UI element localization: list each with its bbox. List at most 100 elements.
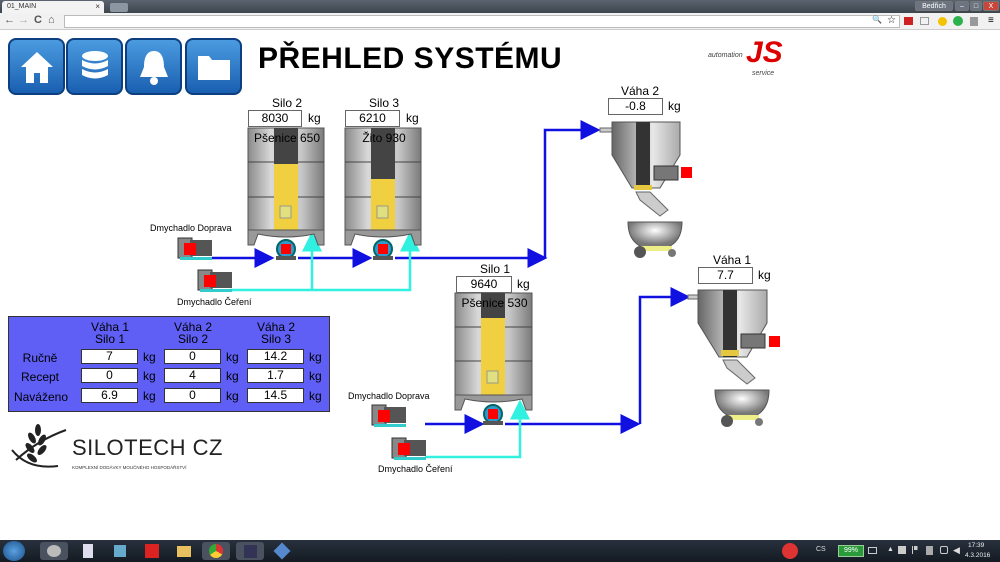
- tray-icon[interactable]: [926, 546, 933, 555]
- tray-icon[interactable]: [868, 547, 877, 554]
- unit-kg: kg: [226, 350, 239, 364]
- bell-icon: [139, 50, 168, 85]
- silo-1-product: Pšenice 530: [461, 296, 528, 310]
- silo-2-weight: 8030: [248, 110, 302, 127]
- blower-aeration-bottom[interactable]: [391, 437, 426, 460]
- silo-1: [454, 292, 533, 411]
- feeder-motor-1[interactable]: [769, 336, 780, 347]
- transport-pipe-top: [212, 120, 601, 268]
- row-label: Ručně: [22, 351, 58, 365]
- blower-aeration-bottom-label: Dmychadlo Čeření: [378, 464, 453, 474]
- volume-icon[interactable]: ◀: [953, 545, 960, 555]
- unit-kg: kg: [143, 369, 156, 383]
- close-window-button[interactable]: X: [983, 1, 999, 11]
- taskbar-app-chrome[interactable]: [202, 542, 230, 560]
- unit-kg: kg: [309, 369, 322, 383]
- silo-2-label: Silo 2: [271, 96, 303, 110]
- tab-close-button[interactable]: ×: [95, 2, 100, 11]
- browser-tab[interactable]: 01_MAIN×: [2, 1, 104, 13]
- input-recipe-silo2[interactable]: 4: [164, 368, 221, 383]
- taskbar-app[interactable]: [236, 542, 264, 560]
- unit-kg: kg: [226, 389, 239, 403]
- row-label: Recept: [20, 370, 60, 384]
- transport-pipe-bottom: [425, 287, 691, 434]
- save-icon: [243, 544, 257, 558]
- blower-transport-top-label: Dmychadlo Doprava: [150, 223, 232, 233]
- start-button[interactable]: [3, 541, 25, 561]
- taskbar-app[interactable]: [106, 542, 134, 560]
- browser-toolbar: ← → C ⌂ 🔍 ☆ ≡: [0, 13, 1000, 30]
- windows-flag-icon[interactable]: [898, 546, 906, 554]
- back-button[interactable]: ←: [4, 14, 15, 26]
- input-manual-silo3[interactable]: 14.2: [247, 349, 304, 364]
- silo-2: [247, 127, 325, 246]
- unit-kg: kg: [143, 350, 156, 364]
- home-button[interactable]: ⌂: [48, 14, 55, 26]
- battery-indicator[interactable]: 99%: [838, 545, 864, 557]
- alarms-nav-button[interactable]: [125, 38, 182, 95]
- address-bar[interactable]: [64, 15, 900, 28]
- folder-icon: [197, 55, 230, 80]
- input-recipe-silo3[interactable]: 1.7: [247, 368, 304, 383]
- reload-button[interactable]: C: [34, 14, 42, 26]
- logo-sub: automation: [708, 52, 743, 59]
- silo-2-product: Pšenice 650: [253, 131, 321, 145]
- new-tab-button[interactable]: [110, 3, 128, 12]
- user-button[interactable]: Bedřich: [915, 1, 953, 11]
- taskbar-app-folder[interactable]: [170, 542, 198, 560]
- clock-date[interactable]: 4.3.2016: [965, 552, 991, 559]
- unit-kg: kg: [309, 389, 322, 403]
- app-icon: [47, 545, 61, 557]
- silo-3-level: [371, 179, 395, 230]
- blower-aeration-top-label: Dmychadlo Čeření: [177, 297, 252, 307]
- taskbar-app-explorer[interactable]: [40, 542, 68, 560]
- menu-button[interactable]: ≡: [988, 15, 994, 26]
- input-manual-silo1[interactable]: 7: [81, 349, 138, 364]
- process-diagram: [177, 120, 780, 460]
- zoom-icon[interactable]: 🔍: [872, 15, 882, 24]
- action-center-icon[interactable]: [912, 546, 919, 554]
- flag-extension-icon[interactable]: [904, 17, 913, 25]
- bookmark-star-icon[interactable]: ☆: [887, 15, 896, 26]
- unit-kg: kg: [517, 277, 530, 291]
- minimize-button[interactable]: –: [955, 1, 969, 11]
- aeration-pipe-top: [230, 231, 420, 292]
- scale-1-weight: 7.7: [698, 267, 753, 284]
- home-icon: [20, 51, 53, 83]
- extension-icon[interactable]: [970, 17, 978, 26]
- network-icon[interactable]: [940, 546, 948, 554]
- mail-extension-icon[interactable]: [920, 17, 929, 25]
- silotech-logo: SILOTECH CZ KOMPLEXNÍ DODÁVKY MOUČNÉHO H…: [8, 420, 222, 476]
- show-hidden-icons[interactable]: ▲: [887, 546, 894, 553]
- input-manual-silo2[interactable]: 0: [164, 349, 221, 364]
- clock-time[interactable]: 17:39: [968, 542, 985, 549]
- silo-3-label: Silo 3: [368, 96, 400, 110]
- blower-transport-bottom[interactable]: [371, 404, 406, 427]
- rotary-valve-silo-2[interactable]: [276, 239, 296, 260]
- maximize-button[interactable]: □: [970, 1, 982, 11]
- rotary-valve-silo-3[interactable]: [373, 239, 393, 260]
- files-nav-button[interactable]: [185, 38, 242, 95]
- silotech-name: SILOTECH CZ: [72, 435, 223, 460]
- extension-icon[interactable]: [953, 16, 963, 26]
- feeder-motor-2[interactable]: [681, 167, 692, 178]
- language-indicator[interactable]: CS: [816, 546, 826, 553]
- input-recipe-silo1[interactable]: 0: [81, 368, 138, 383]
- rotary-valve-silo-1[interactable]: [483, 404, 503, 425]
- tray-app-icon[interactable]: [782, 543, 798, 559]
- taskbar-app[interactable]: [74, 542, 102, 560]
- taskbar-app[interactable]: [138, 542, 166, 560]
- forward-button[interactable]: →: [18, 14, 29, 26]
- logo-sub: service: [752, 70, 775, 77]
- blower-aeration-top[interactable]: [197, 269, 232, 292]
- database-nav-button[interactable]: [66, 38, 123, 95]
- blower-transport-top[interactable]: [177, 237, 212, 260]
- taskbar-app[interactable]: [268, 542, 296, 560]
- scale-1-label: Váha 1: [712, 253, 752, 267]
- chrome-icon: [209, 544, 223, 558]
- aeration-pipe-bottom: [425, 399, 530, 459]
- extension-icon[interactable]: [938, 17, 947, 26]
- home-nav-button[interactable]: [8, 38, 65, 95]
- database-icon: [81, 50, 108, 78]
